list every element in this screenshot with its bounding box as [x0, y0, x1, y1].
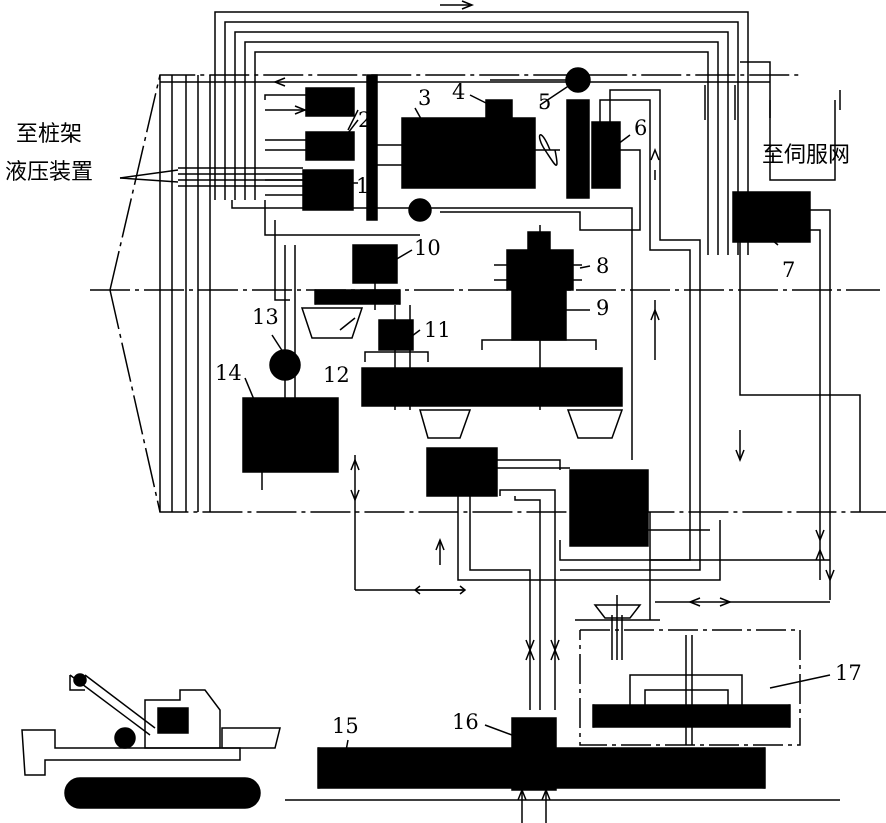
pile-frame-label-line1: 至桩架 [16, 122, 83, 147]
pile-frame-lines [178, 167, 303, 187]
gear-train [361, 367, 624, 439]
label-8: 8 [596, 254, 610, 278]
label-9: 9 [596, 296, 610, 320]
valve-block-7 [732, 191, 811, 243]
label-4: 4 [452, 80, 466, 104]
label-10: 10 [414, 236, 441, 260]
radiator-6 [591, 121, 621, 189]
block-7-lines [649, 209, 861, 620]
label-17: 17 [835, 661, 862, 685]
tank-14 [242, 397, 339, 490]
top-hydraulic-lines [160, 0, 841, 255]
radiator-plate [566, 99, 590, 199]
pile-driver-icon [21, 673, 281, 809]
pump-2 [305, 87, 355, 161]
valve-block-center-right [569, 469, 649, 547]
fan [535, 134, 560, 166]
slewing-unit-16 [511, 717, 557, 791]
assembly-17 [575, 595, 801, 746]
label-1: 1 [356, 174, 370, 198]
label-13: 13 [252, 305, 279, 329]
gear-10 [314, 245, 401, 310]
pump-shaft-plate [366, 74, 378, 221]
label-16: 16 [452, 710, 479, 734]
label-15: 15 [332, 714, 359, 738]
motor-11 [364, 305, 429, 410]
left-loop-lines [231, 198, 633, 460]
base-track [285, 747, 840, 801]
center-lines [350, 300, 835, 710]
label-12: 12 [323, 363, 350, 387]
label-5: 5 [538, 90, 552, 114]
label-14: 14 [215, 361, 242, 385]
label-2: 2 [358, 108, 372, 132]
label-3: 3 [418, 86, 432, 110]
radiator-lines [440, 89, 701, 571]
pile-frame-label-line2: 液压装置 [5, 160, 94, 185]
label-7: 7 [782, 258, 796, 282]
engine-3 [401, 117, 536, 189]
servo-network-label: 至伺服网 [762, 143, 851, 168]
valve-block-center-left [426, 447, 498, 497]
reducer-12 [300, 307, 364, 339]
machine-boundary [90, 74, 886, 513]
leader-lines [119, 84, 831, 757]
pump-1 [302, 169, 354, 211]
pump-5 [565, 67, 591, 93]
label-6: 6 [634, 116, 648, 140]
pump-13 [269, 349, 301, 381]
component-4 [485, 99, 513, 119]
label-11: 11 [424, 318, 451, 342]
motor-8-9 [481, 225, 597, 410]
slew-arrows [517, 639, 560, 823]
